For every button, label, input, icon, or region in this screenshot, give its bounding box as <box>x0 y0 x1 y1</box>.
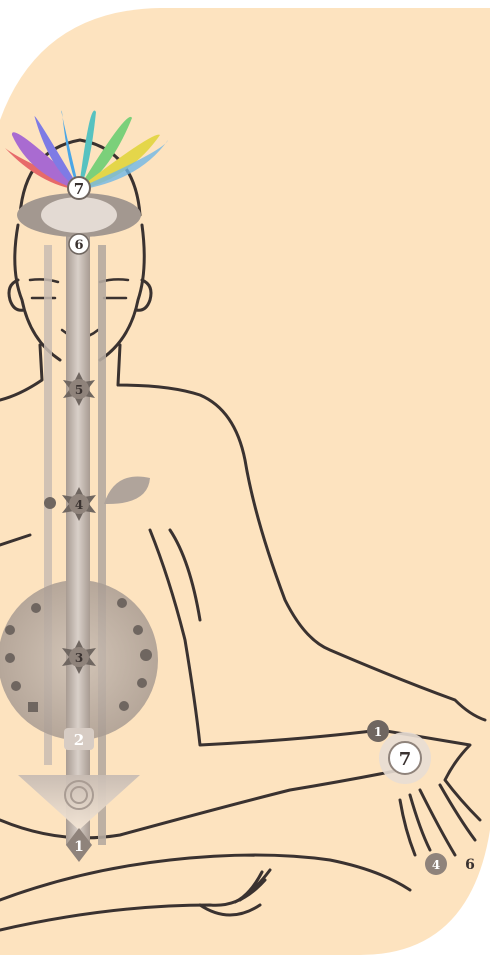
svg-text:6: 6 <box>465 857 475 873</box>
finger-chakra-badge-b: 6 <box>465 857 475 873</box>
svg-text:5: 5 <box>75 383 83 397</box>
finger-chakra-badge-a: 4 <box>425 853 447 875</box>
chakra-7-badge: 7 <box>68 177 90 199</box>
svg-text:3: 3 <box>75 651 83 665</box>
thumb-chakra-badge: 1 <box>367 720 389 742</box>
svg-text:2: 2 <box>74 731 84 749</box>
svg-text:7: 7 <box>399 749 412 770</box>
svg-text:4: 4 <box>75 498 83 512</box>
chakra-6-badge: 6 <box>69 234 89 254</box>
palm-chakra-badge: 7 <box>379 732 431 784</box>
svg-text:4: 4 <box>432 858 440 872</box>
svg-text:1: 1 <box>374 725 382 739</box>
svg-text:7: 7 <box>74 180 84 198</box>
svg-text:6: 6 <box>74 238 83 253</box>
svg-text:1: 1 <box>74 839 84 855</box>
pingala-channel <box>98 245 106 845</box>
chakra-2-badge: 2 <box>64 728 94 750</box>
